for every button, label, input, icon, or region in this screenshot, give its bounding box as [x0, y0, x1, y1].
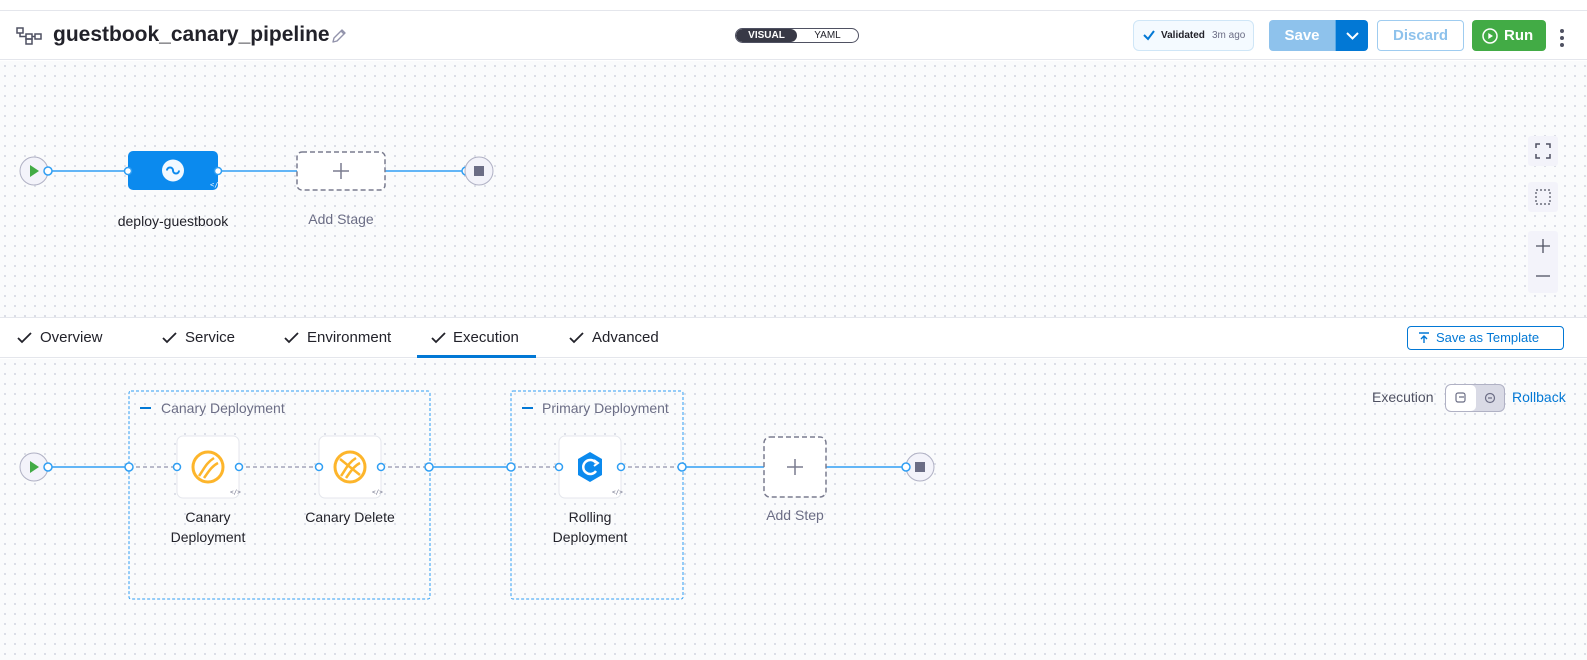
check-icon: [17, 332, 32, 344]
execution-graph: </> </> </>: [19, 390, 935, 600]
edit-pencil-icon[interactable]: [330, 27, 348, 45]
zoom-controls: [1528, 231, 1558, 293]
select-area-button[interactable]: [1528, 182, 1558, 212]
visual-yaml-toggle[interactable]: VISUAL YAML: [735, 28, 859, 43]
check-icon: [284, 332, 299, 344]
deploy-stage-node[interactable]: </>: [128, 151, 223, 190]
pipeline-start-node: [19, 156, 49, 186]
tab-advanced[interactable]: Advanced: [569, 318, 669, 358]
tab-execution[interactable]: Execution: [431, 318, 531, 358]
check-icon: [431, 332, 446, 344]
tab-overview[interactable]: Overview: [17, 318, 127, 358]
section-divider: [0, 317, 1587, 318]
yaml-view-option[interactable]: YAML: [814, 30, 841, 41]
execution-mode-option[interactable]: [1446, 385, 1476, 411]
execution-canvas: </> </> </>: [0, 359, 1587, 660]
selection-box-icon: [1535, 189, 1551, 205]
canary-deploy-icon: [191, 450, 225, 484]
svg-text:</>: </>: [372, 489, 383, 496]
execution-mode-label: Execution: [1372, 389, 1434, 405]
pipeline-title: guestbook_canary_pipeline: [53, 23, 330, 46]
add-stage-label: Add Stage: [308, 211, 374, 227]
canary-group-box: [128, 390, 431, 600]
svg-text:</>: </>: [230, 489, 241, 496]
more-options-icon[interactable]: [1559, 29, 1565, 47]
canary-delete-icon: [333, 450, 367, 484]
tab-label: Environment: [307, 329, 392, 346]
zoom-out-icon[interactable]: [1535, 268, 1551, 284]
save-options-dropdown[interactable]: [1335, 20, 1368, 51]
add-step-node[interactable]: [763, 436, 827, 498]
step-label: Canary Deployment: [170, 509, 246, 545]
validation-badge[interactable]: Validated 3m ago: [1133, 20, 1254, 51]
discard-button[interactable]: Discard: [1377, 20, 1464, 51]
stage-graph: </>: [19, 151, 494, 191]
tab-label: Advanced: [592, 329, 659, 346]
check-icon: [569, 332, 584, 344]
canary-deployment-step[interactable]: </>: [176, 435, 241, 499]
upload-icon: [1419, 332, 1429, 343]
canary-group-label[interactable]: Canary Deployment: [161, 400, 285, 416]
svg-text:</>: </>: [612, 489, 623, 496]
primary-group-label[interactable]: Primary Deployment: [542, 400, 669, 416]
validation-status: Validated: [1161, 30, 1205, 41]
check-icon: [1143, 30, 1155, 41]
add-stage-node[interactable]: [296, 151, 386, 191]
tab-label: Overview: [40, 329, 103, 346]
execution-icon: [1455, 392, 1466, 403]
expand-icon: [1535, 143, 1551, 159]
pipeline-header: guestbook_canary_pipeline VISUAL YAML Va…: [0, 11, 1587, 60]
tab-service[interactable]: Service: [162, 318, 262, 358]
fit-to-screen-button[interactable]: [1528, 136, 1558, 166]
check-icon: [162, 332, 177, 344]
pipeline-end-node: [464, 156, 494, 186]
save-button[interactable]: Save: [1269, 20, 1335, 51]
visual-view-option[interactable]: VISUAL: [736, 29, 797, 42]
rollback-mode-label[interactable]: Rollback: [1512, 389, 1566, 405]
add-step-label: Add Step: [766, 507, 824, 523]
save-as-template-label: Save as Template: [1436, 330, 1540, 345]
zoom-in-icon[interactable]: [1535, 238, 1551, 254]
step-label: Rolling Deployment: [552, 509, 628, 545]
play-circle-icon: [1482, 28, 1498, 44]
execution-rollback-toggle[interactable]: [1445, 384, 1505, 412]
stage-canvas: </> deploy-guestbook Add Stage: [0, 61, 1587, 317]
rollback-mode-option[interactable]: [1476, 385, 1504, 411]
pipeline-icon: [16, 27, 42, 45]
validation-time: 3m ago: [1212, 30, 1246, 41]
tab-environment[interactable]: Environment: [284, 318, 404, 358]
svg-text:</>: </>: [210, 181, 223, 189]
run-button[interactable]: Run: [1472, 20, 1546, 51]
step-label: Canary Delete: [305, 509, 395, 525]
stage-tabs-bar: Overview Service Environment Execution A…: [0, 318, 1587, 358]
rolling-deployment-step[interactable]: </>: [558, 435, 623, 499]
tab-label: Execution: [453, 329, 519, 346]
rollback-icon: [1484, 392, 1496, 404]
top-border: [0, 10, 1587, 11]
canary-delete-step[interactable]: </>: [318, 435, 383, 499]
save-as-template-button[interactable]: Save as Template: [1407, 326, 1564, 350]
active-tab-indicator: [417, 355, 536, 358]
rolling-deploy-icon: [578, 452, 602, 482]
tab-label: Service: [185, 329, 236, 346]
stage-name-label: deploy-guestbook: [117, 213, 229, 229]
run-label: Run: [1504, 27, 1534, 44]
chevron-down-icon: [1346, 32, 1359, 40]
primary-group-box: [510, 390, 684, 600]
